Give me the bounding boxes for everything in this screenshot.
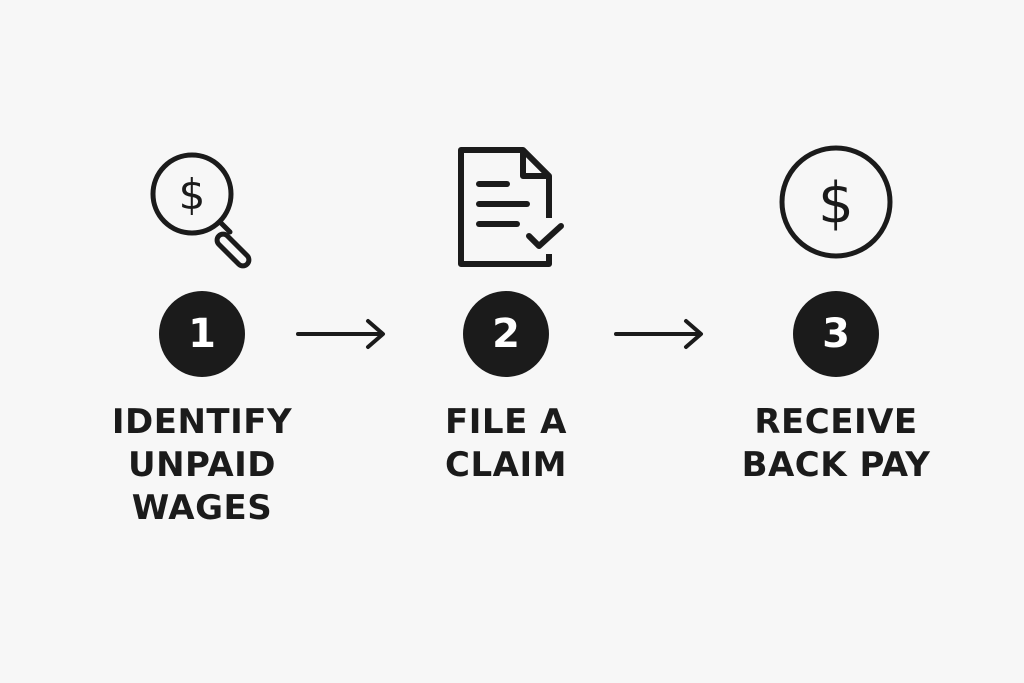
step-label: FILE A CLAIM (376, 401, 636, 487)
step-label-line: WAGES (131, 488, 273, 528)
step-label: RECEIVE BACK PAY (706, 401, 966, 487)
dollar-sign: $ (179, 170, 206, 219)
step-identify-unpaid-wages: $ 1 IDENTIFY UNPAID WAGES (72, 0, 332, 683)
step-number-badge: 2 (463, 291, 549, 377)
dollar-sign: $ (818, 171, 854, 236)
step-label: IDENTIFY UNPAID WAGES (72, 401, 332, 530)
step-number-badge: 3 (793, 291, 879, 377)
step-file-a-claim: 2 FILE A CLAIM (376, 0, 636, 683)
step-label-line: RECEIVE (754, 402, 918, 442)
arrow-right-icon (614, 316, 706, 352)
step-number-badge: 1 (159, 291, 245, 377)
step-receive-back-pay: $ 3 RECEIVE BACK PAY (706, 0, 966, 683)
dollar-circle-icon: $ (771, 140, 901, 270)
step-label-line: FILE A (445, 402, 567, 442)
search-dollar-icon: $ (137, 140, 267, 270)
step-label-line: IDENTIFY (111, 402, 293, 442)
step-label-line: CLAIM (445, 445, 567, 485)
step-label-line: UNPAID (127, 445, 277, 485)
document-check-icon (441, 140, 571, 270)
step-label-line: BACK PAY (741, 445, 931, 485)
arrow-right-icon (296, 316, 388, 352)
